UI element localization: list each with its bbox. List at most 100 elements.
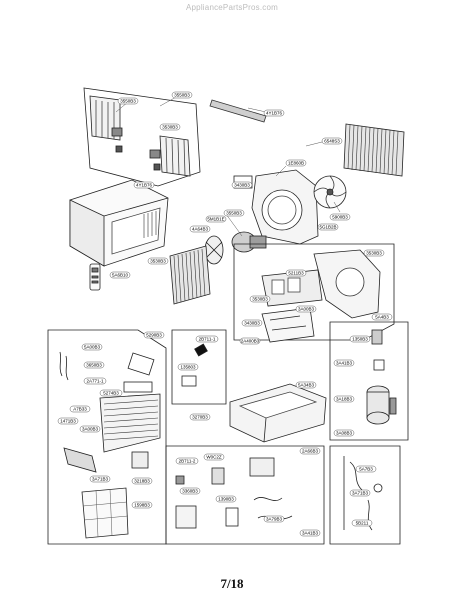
- svg-text:5274B3: 5274B3: [103, 391, 119, 396]
- callout: 2A66B3: [299, 447, 321, 455]
- svg-text:3A08B3: 3A08B3: [336, 431, 353, 436]
- svg-text:5A4B3: 5A4B3: [375, 315, 389, 320]
- callout: 5A6B10: [109, 271, 131, 279]
- callout: 2A771-1: [83, 377, 107, 385]
- svg-text:1350B3: 1350B3: [352, 337, 368, 342]
- svg-text:1390B3: 1390B3: [218, 497, 234, 502]
- callout: 3A41B3: [333, 359, 355, 367]
- svg-text:5A6B10: 5A6B10: [112, 273, 129, 278]
- svg-text:3360B3: 3360B3: [182, 489, 198, 494]
- callout: 3218B3: [131, 477, 153, 485]
- callout: 4A64B3: [189, 225, 211, 233]
- callout: 2A400B3: [239, 337, 261, 345]
- front-panel-outline: [83, 87, 201, 187]
- svg-text:3550B3: 3550B3: [174, 93, 190, 98]
- callout: W0C2Z: [203, 453, 225, 461]
- svg-text:3218B3: 3218B3: [134, 479, 150, 484]
- air-guide-shroud: [233, 169, 319, 245]
- svg-text:6548S3: 6548S3: [324, 139, 340, 144]
- svg-text:3A18B3: 3A18B3: [336, 397, 353, 402]
- svg-text:1598B3: 1598B3: [134, 503, 150, 508]
- callout: 3A79B3: [263, 515, 285, 523]
- callout: 4Y1B76: [133, 181, 155, 189]
- callout: 2B711-1: [195, 335, 219, 343]
- callout: 3530B3: [249, 295, 271, 303]
- callout: 5B211: [351, 519, 373, 527]
- svg-text:4A64B3: 4A64B3: [192, 227, 209, 232]
- svg-text:3A00B3: 3A00B3: [298, 307, 315, 312]
- callout: 5A00B3: [81, 343, 103, 351]
- svg-text:5A00B3: 5A00B3: [84, 345, 101, 350]
- callout: 3650B3: [83, 361, 105, 369]
- condenser-fan: [313, 175, 347, 209]
- svg-text:3A79B3: 3A79B3: [266, 517, 283, 522]
- callout: 4Y1B76: [263, 109, 285, 117]
- svg-text:2B711-1: 2B711-1: [199, 337, 216, 342]
- front-grille-frame: [47, 329, 167, 545]
- callout: 5A4B3: [371, 313, 393, 321]
- page-number: 7/18: [220, 576, 244, 591]
- svg-text:2A66B3: 2A66B3: [302, 449, 319, 454]
- svg-text:3270B3: 3270B3: [192, 415, 208, 420]
- svg-text:4Y1B76: 4Y1B76: [136, 183, 153, 188]
- svg-text:3550B3: 3550B3: [226, 211, 242, 216]
- callout: 1E860B: [285, 159, 307, 167]
- svg-text:W0C2Z: W0C2Z: [206, 455, 222, 460]
- svg-text:5A7B3: 5A7B3: [359, 467, 373, 472]
- callout: 3A00B3: [79, 425, 101, 433]
- svg-text:3A71B3: 3A71B3: [352, 491, 369, 496]
- callout: 1350B3: [349, 335, 371, 343]
- front-panel-group: [83, 87, 201, 187]
- callout: A7B33: [69, 405, 91, 413]
- callout: 3550B3: [171, 91, 193, 99]
- svg-text:3A00B3: 3A00B3: [82, 427, 99, 432]
- svg-text:5B211: 5B211: [356, 521, 369, 526]
- callout: 5A34B3: [295, 381, 317, 389]
- svg-text:3430B3: 3430B3: [244, 321, 260, 326]
- insulation-strip: [209, 99, 267, 123]
- electrical-frame: [165, 445, 325, 545]
- svg-text:5290B3: 5290B3: [146, 333, 162, 338]
- watermark: AppliancePartsPros.com: [186, 3, 278, 12]
- svg-text:3650B3: 3650B3: [86, 363, 102, 368]
- callout: 3530B3: [147, 257, 169, 265]
- svg-text:2B711-2: 2B711-2: [179, 459, 196, 464]
- cabinet: [69, 179, 169, 267]
- svg-text:4Y1B76: 4Y1B76: [266, 111, 283, 116]
- callout: 3360B3: [179, 487, 201, 495]
- callout: 3530B3: [363, 249, 385, 257]
- compressor-frame: [329, 321, 409, 441]
- svg-text:5A34B3: 5A34B3: [298, 383, 315, 388]
- evaporator-coil: [169, 245, 211, 305]
- svg-text:2A771-1: 2A771-1: [86, 379, 104, 384]
- callout: 3A41B3: [299, 529, 321, 537]
- svg-text:1E860B: 1E860B: [288, 161, 304, 166]
- callout: 3270B3: [189, 413, 211, 421]
- svg-text:3530B3: 3530B3: [162, 125, 178, 130]
- callout: 6548S3: [321, 137, 343, 145]
- svg-text:3A41B3: 3A41B3: [302, 531, 319, 536]
- callout: 3A00B3: [295, 305, 317, 313]
- fan-motor: [204, 231, 267, 265]
- callout: 3530B3: [159, 123, 181, 131]
- callout: 3A18B3: [333, 395, 355, 403]
- svg-text:5G1B2B: 5G1B2B: [319, 225, 336, 230]
- callout: 135803: [177, 363, 199, 371]
- callout: 3550B3: [223, 209, 245, 217]
- callout: 5900B3: [329, 213, 351, 221]
- callout: 3430B3: [241, 319, 263, 327]
- wiring-frame: [329, 445, 401, 545]
- callout-labels: 3550B3 3550B3 3530B3 4Y1B76 4Y1B76 6548S…: [57, 91, 393, 537]
- pcb-frame: [171, 329, 227, 405]
- svg-text:1471B3: 1471B3: [60, 419, 76, 424]
- callout: 5M1B1E: [205, 215, 227, 223]
- callout: 3550B3: [117, 97, 139, 105]
- callout: 5G1B2B: [317, 223, 339, 231]
- callout: 1471B3: [57, 417, 79, 425]
- svg-text:2A400B3: 2A400B3: [241, 339, 260, 344]
- svg-text:3530B3: 3530B3: [150, 259, 166, 264]
- callout: 1390B3: [215, 495, 237, 503]
- svg-text:5900B3: 5900B3: [332, 215, 348, 220]
- svg-text:3530B3: 3530B3: [252, 297, 268, 302]
